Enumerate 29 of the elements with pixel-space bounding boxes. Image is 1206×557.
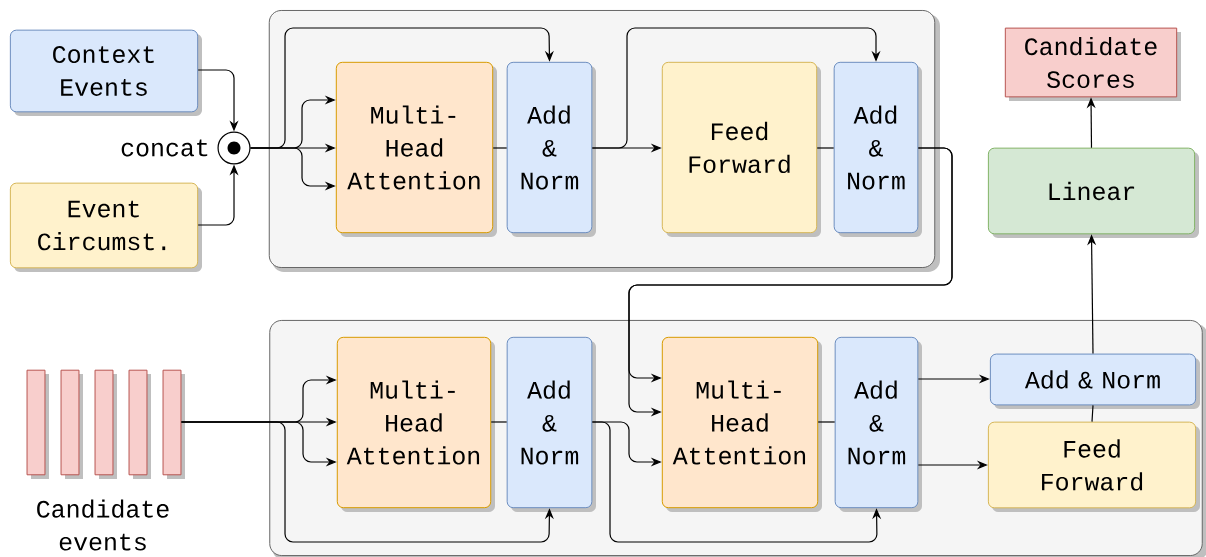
- output-box: Candidate Scores: [1004, 27, 1181, 101]
- attention-block: Multi- Head Attention: [335, 61, 497, 237]
- connector-line: [1091, 404, 1094, 423]
- attention-block: Multi- Head Attention: [336, 336, 495, 512]
- connector-line: [817, 421, 836, 423]
- embedding-bar: [128, 369, 151, 479]
- arrow: [249, 27, 554, 149]
- concat-label: concat: [121, 139, 208, 157]
- add-norm-block: Add & Norm: [506, 336, 596, 512]
- embedding-bar: [60, 369, 83, 479]
- add-norm-block: Add & Norm: [833, 61, 922, 237]
- input-box: Context Events: [9, 29, 202, 116]
- linear-block: Linear: [987, 147, 1199, 238]
- feed-forward-block: Feed Forward: [987, 421, 1200, 512]
- add-norm-block: Add & Norm: [834, 336, 922, 512]
- connector-line: [490, 421, 508, 423]
- add-norm-block: Add & Norm: [989, 353, 1200, 409]
- embedding-bar: [94, 369, 117, 479]
- embedding-bar: [162, 369, 185, 479]
- arrow: [180, 421, 554, 543]
- feed-forward-block: Feed Forward: [661, 61, 821, 237]
- input-box: Event Circumst.: [9, 182, 202, 272]
- arrow: [591, 27, 881, 149]
- connector-line: [492, 147, 508, 149]
- embedding-bar: [26, 369, 49, 479]
- connector-line: [816, 147, 835, 149]
- attention-block: Multi- Head Attention: [661, 336, 822, 512]
- input-caption: Candidate events: [37, 499, 169, 551]
- add-norm-block: Add & Norm: [506, 61, 596, 237]
